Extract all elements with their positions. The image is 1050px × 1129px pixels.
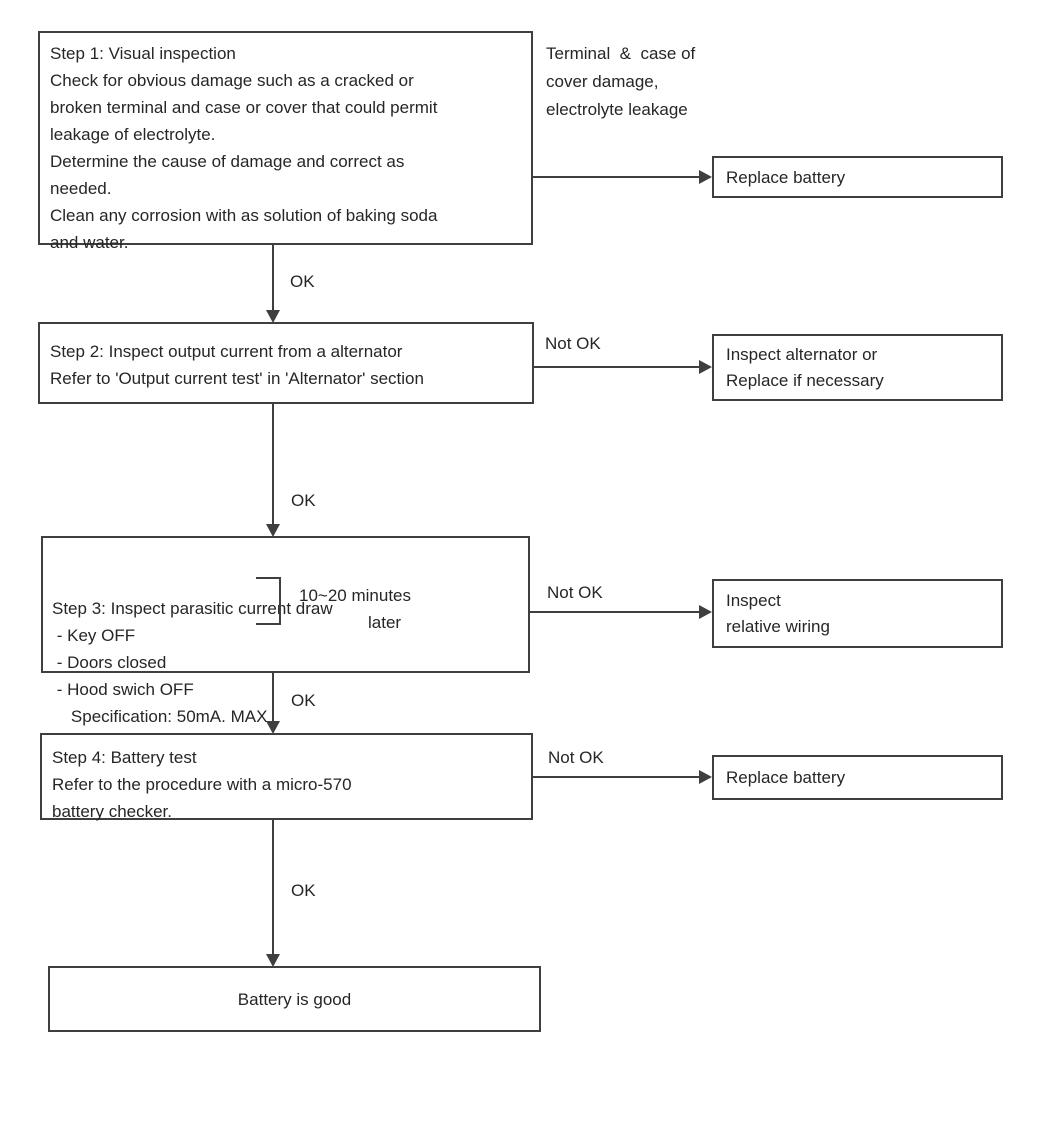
arrowhead-right-step1-fail: [699, 170, 712, 184]
not-ok-label-4: Not OK: [548, 748, 604, 767]
arrowhead-down-result: [266, 954, 280, 967]
step2-output-current-box: Step 2: Inspect output current from a al…: [38, 322, 534, 404]
arrowhead-down-step4: [266, 721, 280, 734]
bracket-shape: [256, 577, 281, 625]
step4-fail-connector-line: [533, 776, 700, 778]
step1-fail-connector-line: [533, 176, 700, 178]
step4-to-result-connector-line: [272, 820, 274, 954]
step2-to-step3-connector-line: [272, 404, 274, 524]
step1-to-step2-connector-line: [272, 245, 274, 310]
step3-text: Step 3: Inspect parasitic current draw -…: [52, 599, 333, 726]
wait-note-line1: 10~20 minutes: [299, 586, 411, 605]
arrowhead-right-step3-fail: [699, 605, 712, 619]
step4-battery-test-box: Step 4: Battery test Refer to the proced…: [40, 733, 533, 821]
not-ok-label-3: Not OK: [547, 583, 603, 602]
arrowhead-down-step2: [266, 310, 280, 323]
ok-label-4: OK: [291, 881, 316, 900]
replace-battery-box-2: Replace battery: [712, 755, 1003, 800]
step2-fail-connector-line: [534, 366, 700, 368]
arrowhead-right-step2-fail: [699, 360, 712, 374]
ok-label-2: OK: [291, 491, 316, 510]
ok-label-3: OK: [291, 691, 316, 710]
ok-label-1: OK: [290, 272, 315, 291]
inspect-alternator-box: Inspect alternator or Replace if necessa…: [712, 334, 1003, 401]
step3-parasitic-current-box: Step 3: Inspect parasitic current draw -…: [41, 536, 530, 726]
wait-note-line2: later: [368, 613, 402, 632]
arrowhead-down-step3: [266, 524, 280, 537]
not-ok-label-2: Not OK: [545, 334, 601, 353]
step1-visual-inspection-box: Step 1: Visual inspection Check for obvi…: [38, 31, 533, 252]
battery-is-good-box: Battery is good: [48, 966, 541, 1032]
replace-battery-box-1: Replace battery: [712, 156, 1003, 198]
step3-to-step4-connector-line: [272, 673, 274, 721]
step3-fail-connector-line: [530, 611, 700, 613]
terminal-damage-note: Terminal & case of cover damage, electro…: [546, 44, 696, 119]
arrowhead-right-step4-fail: [699, 770, 712, 784]
inspect-relative-wiring-box: Inspect relative wiring: [712, 579, 1003, 648]
